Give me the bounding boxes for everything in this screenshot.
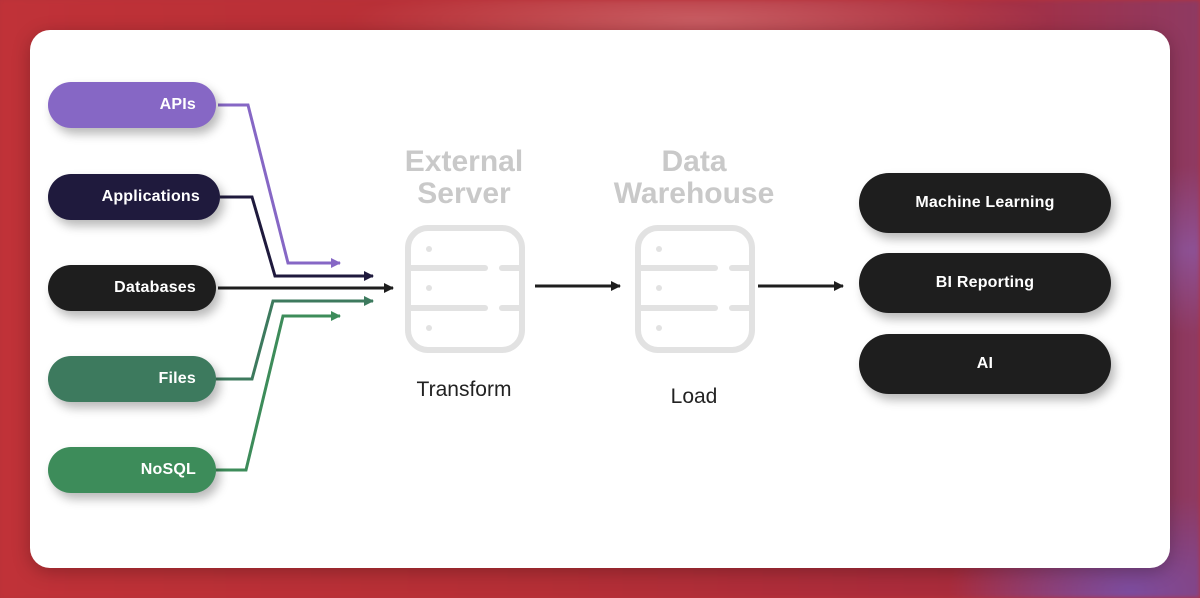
server-icon xyxy=(635,225,755,353)
nosql-connector xyxy=(216,311,341,472)
source-label: Databases xyxy=(114,279,196,296)
source-databases: Databases xyxy=(48,265,216,311)
stage-label-transform: Transform xyxy=(416,378,512,401)
applications-connector xyxy=(220,195,374,281)
diagram-card: APIs Applications Databases Files NoSQL … xyxy=(30,30,1170,568)
connector-lines xyxy=(216,103,844,472)
source-nosql: NoSQL xyxy=(48,447,216,493)
destination-ai: AI xyxy=(859,334,1111,394)
source-label: APIs xyxy=(159,96,196,113)
source-apis: APIs xyxy=(48,82,216,128)
apis-connector xyxy=(218,103,341,268)
server-icon xyxy=(405,225,525,353)
stage-label-load: Load xyxy=(670,385,718,408)
destination-label: AI xyxy=(976,355,994,372)
source-label: NoSQL xyxy=(140,461,196,478)
source-label: Applications xyxy=(101,188,200,205)
destination-bi-reporting: BI Reporting xyxy=(859,253,1111,313)
destination-label: Machine Learning xyxy=(915,194,1055,211)
source-label: Files xyxy=(158,370,196,387)
destination-label: BI Reporting xyxy=(935,274,1035,291)
source-applications: Applications xyxy=(48,174,220,220)
files-connector xyxy=(216,296,374,381)
destination-machine-learning: Machine Learning xyxy=(859,173,1111,233)
source-files: Files xyxy=(48,356,216,402)
